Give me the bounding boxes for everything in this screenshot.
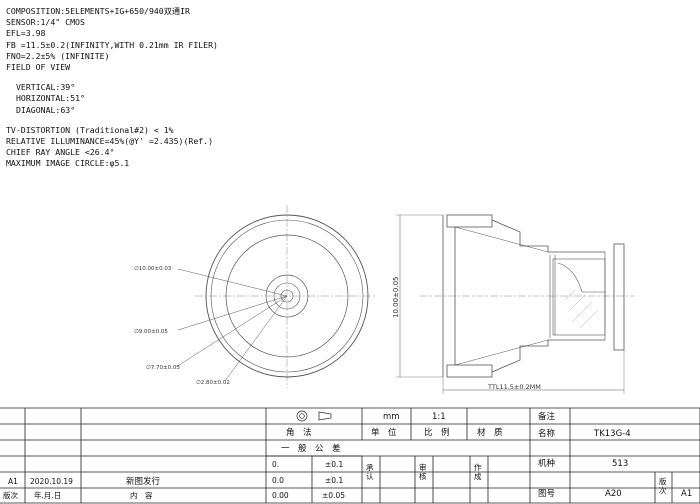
- header-angle: 角 法: [286, 427, 312, 438]
- rev-header-date: 年.月.日: [34, 490, 61, 500]
- tol-range-3: 0.00: [272, 491, 289, 500]
- dim-d2: ∅9.00±0.05: [134, 329, 168, 335]
- front-cap-top: [446, 214, 493, 228]
- spec-fb: FB =11.5±0.2(INFINITY,WITH 0.21mm IR FIL…: [6, 39, 218, 50]
- note-label: 备注: [538, 411, 556, 422]
- rev-content: 新图发行: [126, 476, 161, 487]
- spec-image-circle: MAXIMUM IMAGE CIRCLE:φ5.1: [6, 158, 130, 169]
- projection-symbol-icon: [296, 410, 332, 422]
- tol-value-1: ±0.1: [325, 460, 343, 469]
- tol-value-3: ±0.05: [322, 491, 345, 500]
- rev-header-version: 版次: [3, 490, 18, 500]
- center-circle: [280, 289, 294, 303]
- rear-plate: [613, 243, 625, 351]
- rev-version: A1: [8, 477, 18, 486]
- header-material: 材 质: [477, 427, 503, 438]
- cone-line-bottom: [454, 339, 549, 366]
- unit-value: mm: [383, 412, 400, 422]
- dim-d4: ∅2.80±0.02: [196, 380, 230, 386]
- model-label: 机种: [538, 458, 555, 469]
- spec-sensor: SENSOR:1/4" CMOS: [6, 17, 85, 28]
- spec-illuminance: RELATIVE ILLUMINANCE=45%(@Y' =2.435)(Ref…: [6, 135, 214, 146]
- leader-d4: [224, 295, 288, 382]
- aperture-circle: [273, 282, 301, 310]
- front-view: [175, 205, 375, 388]
- leader-d3: [175, 295, 288, 368]
- tol-range-2: 0.0: [272, 476, 284, 485]
- header-unit: 单 位: [371, 427, 397, 438]
- version-value: A1: [681, 489, 692, 499]
- spec-composition: COMPOSITION:5ELEMENTS+IG+650/940双通IR: [6, 6, 190, 16]
- name-value: TK13G-4: [593, 429, 631, 439]
- barrel-profile-bottom: [491, 339, 605, 373]
- model-value: 513: [612, 459, 628, 469]
- lens-curve: [557, 262, 605, 293]
- dim-d1: ∅10.00±0.03: [134, 266, 172, 272]
- dim-d3: ∅7.70±0.03: [146, 365, 180, 371]
- tol-value-2: ±0.1: [325, 476, 343, 485]
- spec-notes: COMPOSITION:5ELEMENTS+IG+650/940双通IR SEN…: [6, 6, 218, 169]
- name-label: 名称: [538, 428, 556, 439]
- dim-height: 10.00±0.05: [392, 277, 400, 319]
- spec-vertical: VERTICAL:39°: [16, 82, 76, 93]
- author-label: 作成: [474, 462, 482, 481]
- side-view: [396, 214, 635, 394]
- ir-filter-hatch: [564, 289, 599, 329]
- spec-efl: EFL=3.98: [6, 28, 46, 39]
- rev-date: 2020.10.19: [30, 477, 73, 486]
- outer-circle-inner-edge: [210, 219, 364, 373]
- front-cap-bottom: [446, 364, 493, 378]
- sensor-mount: [552, 258, 606, 336]
- approve-label: 承认: [366, 463, 374, 481]
- spec-diagonal: DIAGONAL:63°: [16, 104, 76, 115]
- leader-d2: [177, 295, 288, 331]
- cone-line-top: [454, 226, 549, 253]
- spec-chief-ray: CHIEF RAY ANGLE <26.4°: [6, 147, 115, 158]
- approval-labels: 承认 审核 作成 版次: [366, 462, 667, 495]
- barrel-circle: [225, 234, 349, 358]
- header-ratio: 比 例: [424, 427, 450, 438]
- leader-d1: [177, 268, 288, 297]
- aperture-outer-circle: [265, 274, 309, 318]
- title-block: mm 1:1 备注 角 法 单 位 比 例 材 质 名称 TK13G-4 一 般…: [0, 407, 700, 504]
- tol-range-1: 0.: [272, 460, 279, 469]
- drawing-no-value: A20: [605, 489, 622, 499]
- tolerance-title: 一 般 公 差: [281, 443, 341, 454]
- version-label: 版次: [659, 476, 667, 495]
- dim-ttl: TTL11.5±0.2MM: [487, 383, 541, 391]
- drawing-no-label: 图号: [538, 489, 555, 499]
- scale-value: 1:1: [432, 412, 446, 422]
- spec-horizontal: HORIZONTAL:51°: [16, 93, 86, 104]
- spec-fno: FNO=2.2±5% (INFINITE): [6, 50, 110, 61]
- spec-tv-distortion: TV-DISTORTION (Traditional#2) < 1%: [6, 124, 174, 135]
- rev-header-content: 内 容: [130, 490, 153, 500]
- barrel-profile-top: [491, 219, 605, 253]
- spec-fov-title: FIELD OF VIEW: [6, 61, 71, 72]
- review-label: 审核: [419, 462, 427, 481]
- outer-circle: [205, 214, 369, 378]
